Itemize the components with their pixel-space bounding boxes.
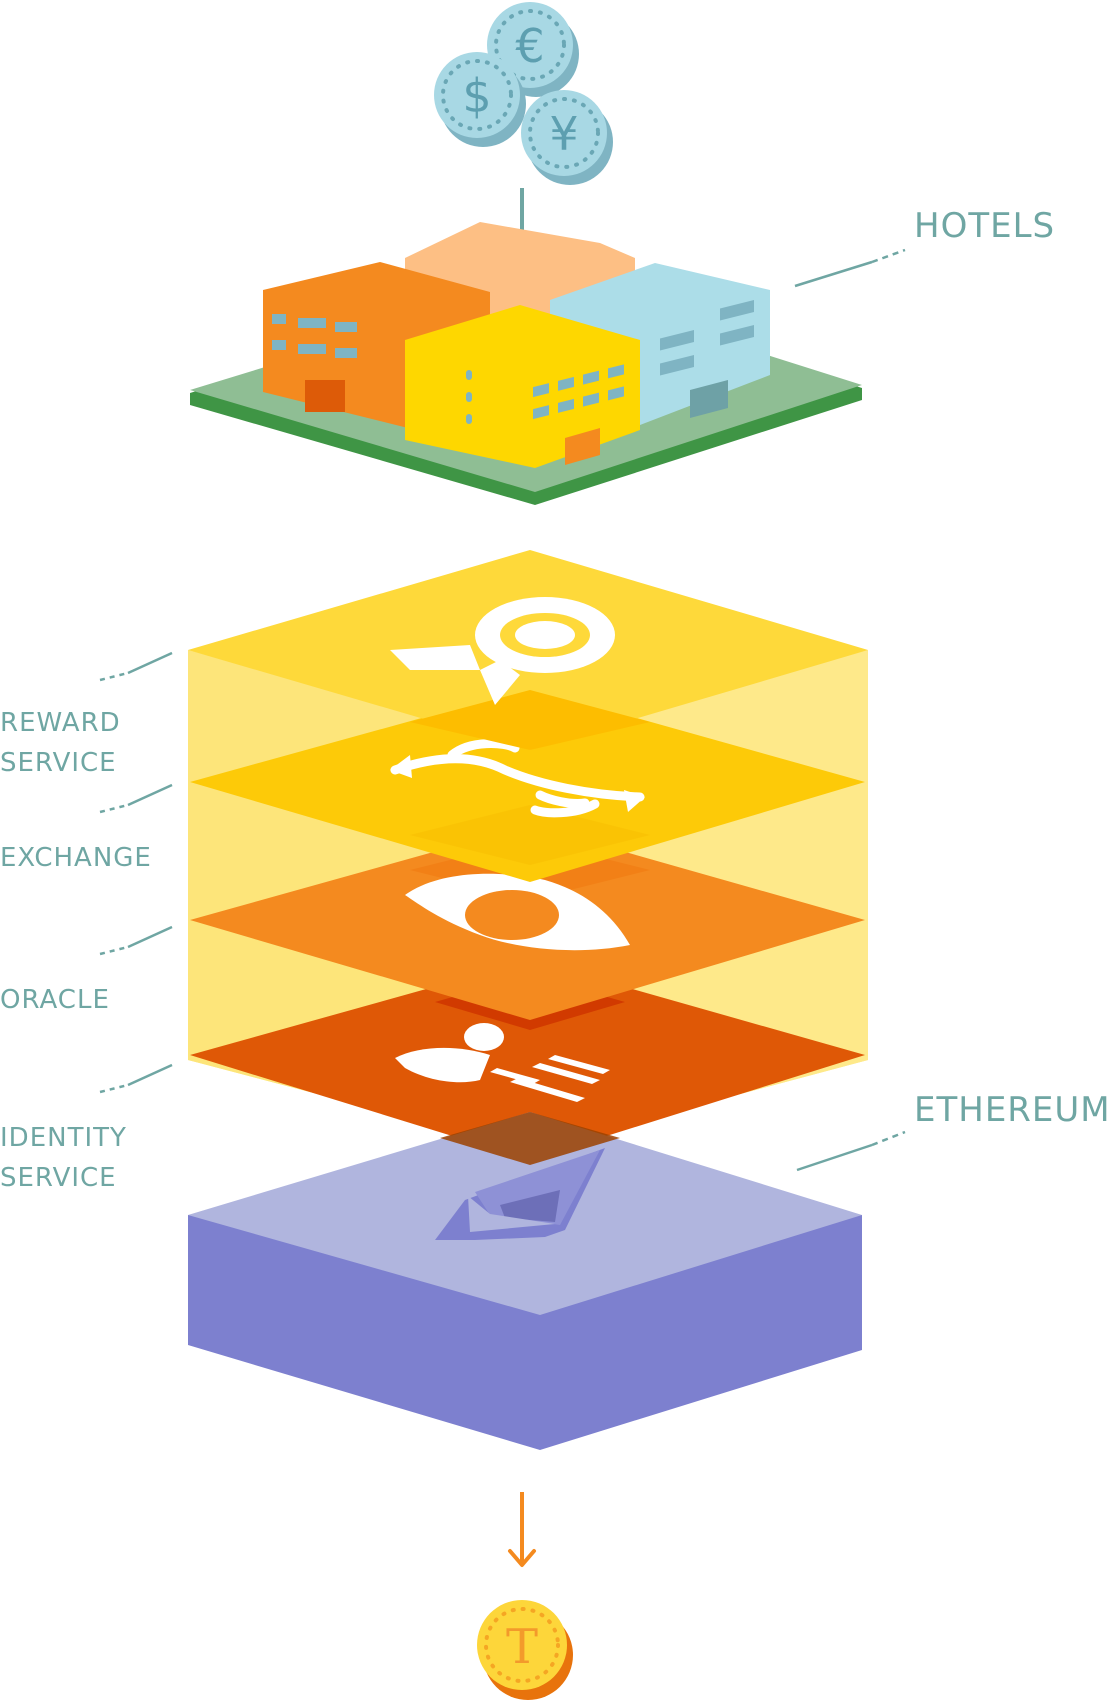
identity-service-label: IDENTITY SERVICE (0, 1118, 127, 1198)
award-ribbon-icon (390, 597, 615, 705)
reward-service-label-line2: SERVICE (0, 748, 117, 778)
ethereum-layer (188, 1112, 862, 1450)
reward-service-layer (188, 550, 868, 750)
ethereum-label: ETHEREUM (914, 1090, 1111, 1130)
dollar-coin: $ (434, 52, 526, 147)
exchange-layer (190, 688, 865, 882)
hotels-illustration (190, 222, 862, 505)
ethereum-icon (435, 1148, 605, 1240)
ethereum-leader-line (796, 1143, 873, 1172)
token-symbol: T (506, 1619, 538, 1675)
hotels-label: HOTELS (914, 206, 1056, 246)
layer-stack (188, 550, 868, 1450)
arrow-head-icon (508, 1549, 536, 1567)
eye-icon (405, 873, 630, 951)
token-coin: T (477, 1600, 573, 1700)
yen-symbol: ¥ (549, 107, 578, 161)
currency-coins: € $ ¥ (434, 2, 613, 185)
yellow-building (405, 305, 640, 468)
left-leader-lines (99, 651, 173, 1094)
identity-service-label-line1: IDENTITY (0, 1123, 127, 1153)
dollar-symbol: $ (462, 69, 491, 123)
person-id-icon (395, 1023, 610, 1102)
reward-service-label-line1: REWARD (0, 708, 121, 738)
identity-service-label-line2: SERVICE (0, 1163, 117, 1193)
reward-service-label: REWARD SERVICE (0, 703, 121, 783)
oracle-label: ORACLE (0, 985, 110, 1015)
hotels-leader-line (794, 260, 873, 288)
exchange-arrows-icon (390, 739, 645, 818)
euro-symbol: € (515, 19, 544, 73)
exchange-label: EXCHANGE (0, 843, 152, 873)
yen-coin: ¥ (521, 90, 613, 185)
